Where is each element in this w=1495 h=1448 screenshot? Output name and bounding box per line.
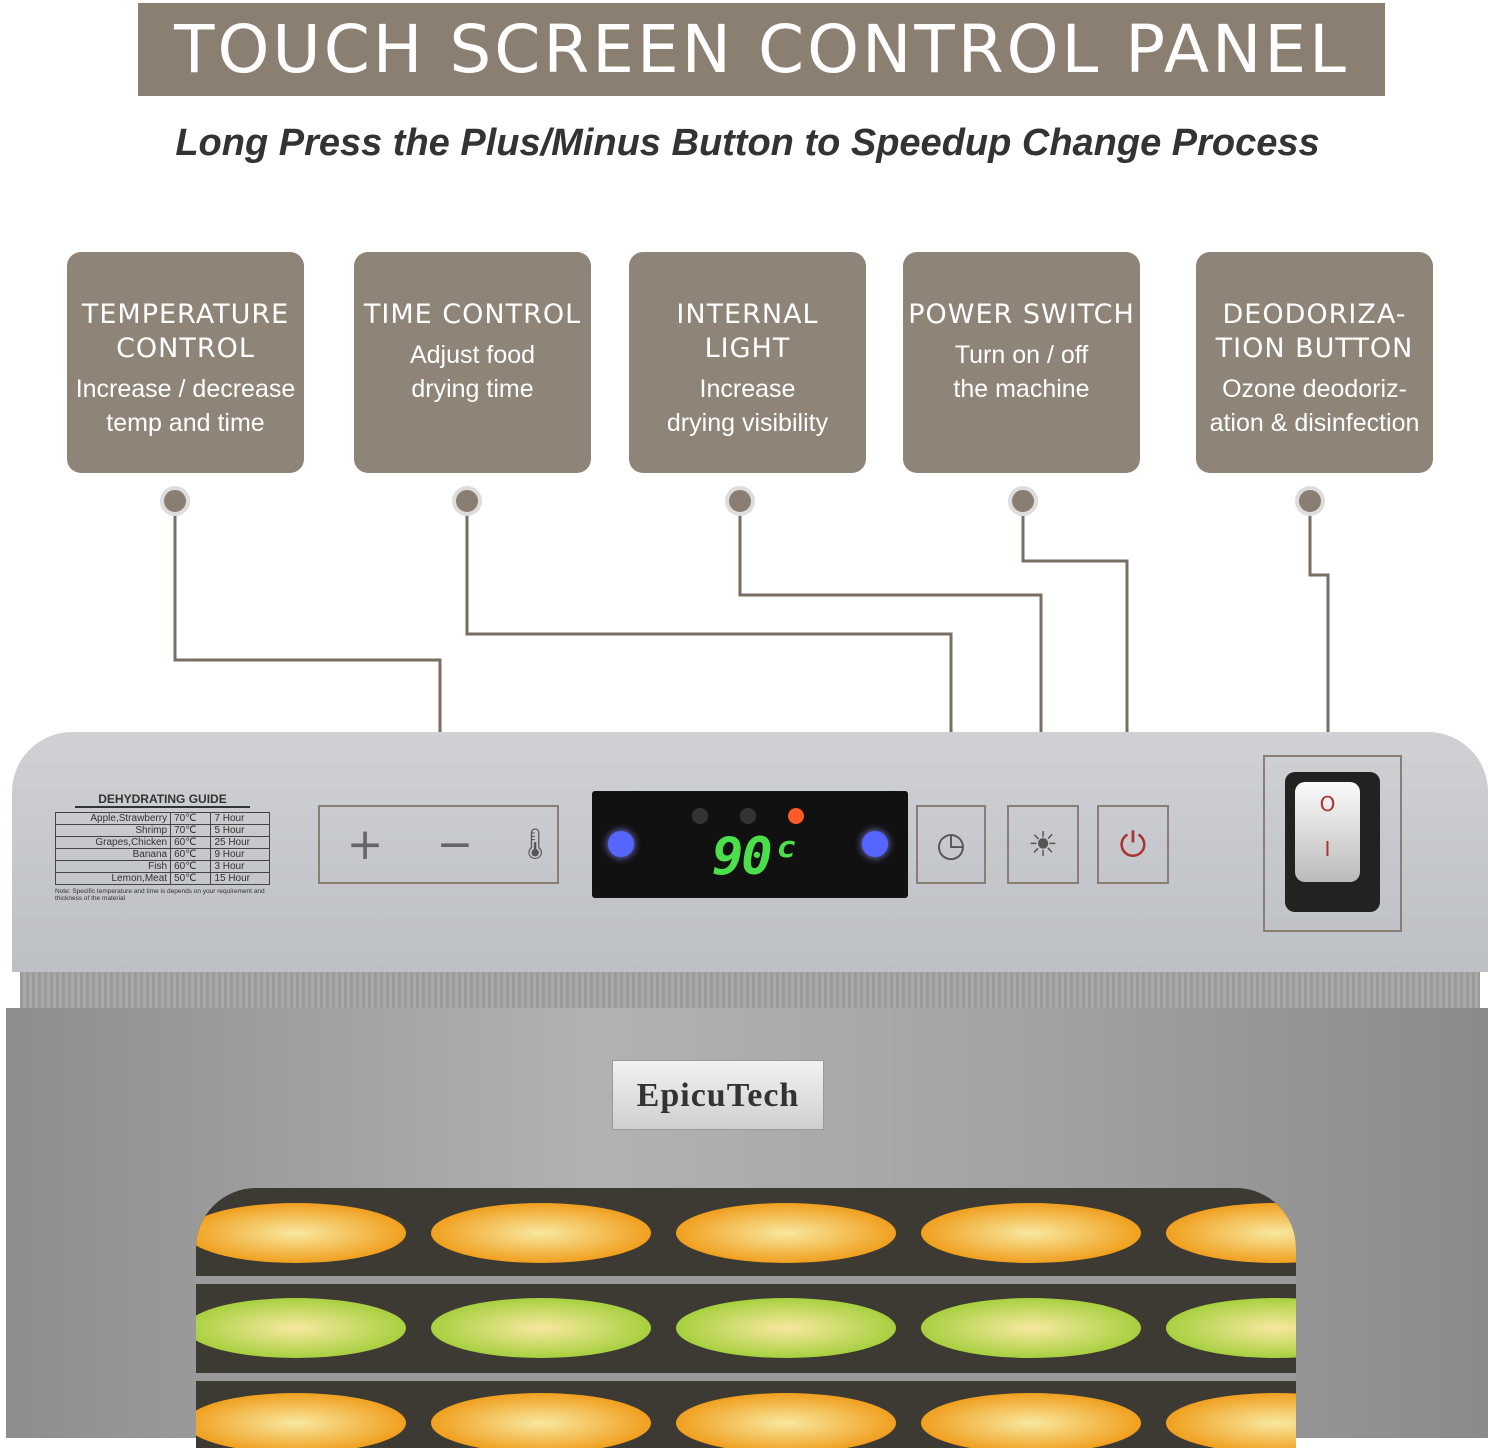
food-slice xyxy=(921,1393,1141,1448)
card-desc: Ozone deodoriz- xyxy=(1222,375,1407,403)
thermometer-icon[interactable]: 🌡 xyxy=(515,827,555,862)
tray xyxy=(196,1276,1296,1284)
food-slice xyxy=(1166,1203,1296,1263)
tray xyxy=(196,1373,1296,1381)
led-display: 90ᶜ xyxy=(592,791,908,898)
brand-logo: EpicuTech xyxy=(612,1060,824,1130)
plus-icon[interactable]: + xyxy=(346,819,384,870)
clock-icon[interactable]: ◷ xyxy=(916,805,986,884)
guide-cell: 50℃ xyxy=(170,872,212,885)
card-desc: drying time xyxy=(411,375,534,403)
guide-cell: Lemon,Meat xyxy=(54,872,172,885)
subtitle: Long Press the Plus/Minus Button to Spee… xyxy=(175,122,1320,164)
callout-dot xyxy=(160,486,190,516)
guide-cell: Shrimp xyxy=(54,824,172,837)
card-title: DEODORIZA-TION BUTTON xyxy=(1215,299,1414,364)
indicator-led xyxy=(788,808,804,824)
right-indicator xyxy=(862,831,888,857)
card-desc: Increase xyxy=(699,375,796,403)
card-desc: temp and time xyxy=(106,409,265,437)
card-desc: drying visibility xyxy=(666,409,829,437)
food-slice xyxy=(1166,1298,1296,1358)
minus-icon[interactable]: − xyxy=(436,819,474,870)
indicator-led xyxy=(740,808,756,824)
vent-strip xyxy=(20,972,1480,1008)
switch-on-label: O xyxy=(1319,792,1336,816)
food-slice xyxy=(431,1203,651,1263)
card-desc: Turn on / off xyxy=(954,341,1089,369)
callout-dot xyxy=(452,486,482,516)
feature-card-time: TIME CONTROL Adjust food drying time xyxy=(354,252,591,473)
card-title: INTERNAL LIGHT xyxy=(676,299,819,364)
guide-cell: 3 Hour xyxy=(210,860,270,873)
power-icon[interactable]: ⏻ xyxy=(1097,805,1169,884)
feature-card-deodorization: DEODORIZA-TION BUTTON Ozone deodoriz-atio… xyxy=(1196,252,1433,473)
light-bulb-icon[interactable]: ☀ xyxy=(1007,805,1079,884)
guide-cell: Grapes,Chicken xyxy=(54,836,172,849)
feature-card-temperature: TEMPERATURE CONTROL Increase / decrease te… xyxy=(67,252,304,473)
food-slice xyxy=(676,1203,896,1263)
guide-cell: 5 Hour xyxy=(210,824,270,837)
callout-dot xyxy=(1008,486,1038,516)
food-slice xyxy=(676,1393,896,1448)
card-title: POWER SWITCH xyxy=(908,299,1135,330)
guide-cell: 70℃ xyxy=(170,812,212,825)
food-slice xyxy=(676,1298,896,1358)
guide-cell: Fish xyxy=(54,860,172,873)
card-title: TEMPERATURE CONTROL xyxy=(81,299,290,364)
card-desc: Increase / decrease xyxy=(75,375,296,403)
callout-dot xyxy=(1295,486,1325,516)
guide-note: Note: Specific temperature and time is d… xyxy=(55,888,265,902)
door-window xyxy=(196,1188,1296,1448)
food-slice xyxy=(1166,1393,1296,1448)
guide-cell: Banana xyxy=(54,848,172,861)
guide-cell: 15 Hour xyxy=(210,872,270,885)
indicator-led xyxy=(692,808,708,824)
guide-cell: 60℃ xyxy=(170,848,212,861)
food-slice xyxy=(431,1393,651,1448)
left-indicator xyxy=(608,831,634,857)
guide-cell: 25 Hour xyxy=(210,836,270,849)
card-desc: ation & disinfection xyxy=(1209,409,1420,437)
guide-cell: 60℃ xyxy=(170,836,212,849)
guide-cell: 60℃ xyxy=(170,860,212,873)
food-slice xyxy=(196,1298,406,1358)
guide-cell: Apple,Strawberry xyxy=(54,812,172,825)
callout-dot xyxy=(725,486,755,516)
card-desc: the machine xyxy=(953,375,1090,403)
food-slice xyxy=(196,1393,406,1448)
banner-title: TOUCH SCREEN CONTROL PANEL xyxy=(138,3,1385,96)
feature-card-power: POWER SWITCH Turn on / off the machine xyxy=(903,252,1140,473)
guide-cell: 7 Hour xyxy=(210,812,270,825)
food-slice xyxy=(431,1298,651,1358)
card-desc: Adjust food xyxy=(409,341,536,369)
card-title: TIME CONTROL xyxy=(363,299,582,330)
temperature-readout: 90ᶜ xyxy=(712,827,802,887)
temp-time-controls: + − 🌡 xyxy=(318,805,559,884)
food-slice xyxy=(196,1203,406,1263)
guide-title: DEHYDRATING GUIDE xyxy=(75,792,250,808)
switch-off-label: I xyxy=(1324,837,1331,861)
guide-cell: 9 Hour xyxy=(210,848,270,861)
food-slice xyxy=(921,1203,1141,1263)
food-slice xyxy=(921,1298,1141,1358)
feature-card-light: INTERNAL LIGHT Increase drying visibility xyxy=(629,252,866,473)
guide-cell: 70℃ xyxy=(170,824,212,837)
